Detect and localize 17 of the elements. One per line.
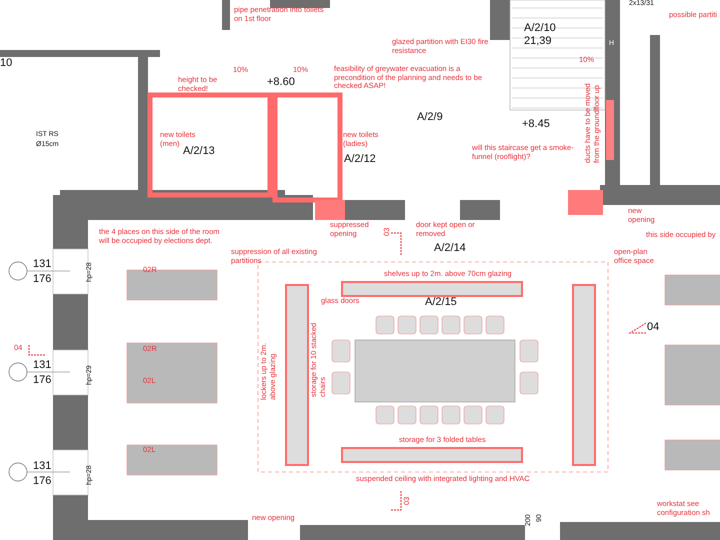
- room-number: A/2/14: [434, 242, 466, 255]
- room-number: A/2/9: [417, 111, 443, 124]
- room-number: 04: [647, 321, 660, 334]
- room-number: 10: [0, 57, 12, 70]
- room-number: A/2/10: [524, 22, 556, 35]
- room-number: 131: [33, 258, 52, 271]
- room-number: 131: [33, 460, 52, 473]
- room-number: 176: [33, 374, 52, 387]
- room-number: 21,39: [524, 35, 552, 48]
- room-number: 176: [33, 475, 52, 488]
- room-number: A/2/12: [344, 153, 376, 166]
- room-number: +8.60: [267, 76, 295, 89]
- room-number: A/2/13: [183, 145, 215, 158]
- room-number: 131: [33, 359, 52, 372]
- room-number: 176: [33, 273, 52, 286]
- room-number: +8.45: [522, 118, 550, 131]
- room-number: A/2/15: [425, 296, 457, 309]
